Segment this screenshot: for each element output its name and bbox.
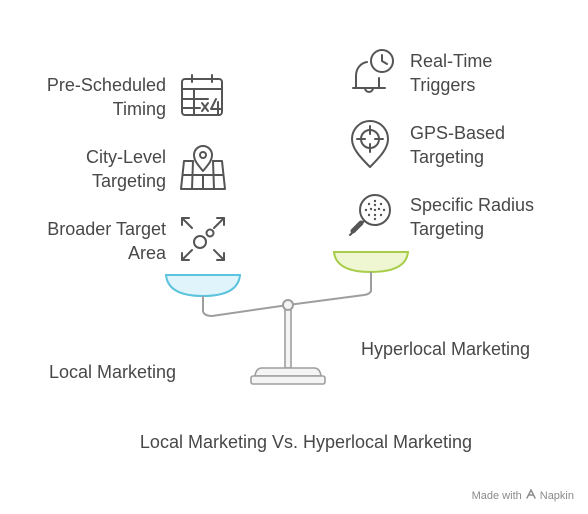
scale-post	[284, 309, 292, 369]
left-item-1-label: Pre-Scheduled Timing	[47, 73, 166, 121]
map-pin-icon	[178, 143, 228, 193]
gps-crosshair-icon	[345, 120, 395, 170]
scale-pivot	[282, 299, 294, 311]
left-pan	[164, 274, 242, 298]
right-item-1-line1: Real-Time	[410, 51, 493, 71]
napkin-brand-text: Napkin	[539, 489, 574, 502]
right-pan	[332, 251, 410, 274]
right-item-2-line1: GPS-Based	[410, 123, 506, 143]
made-with-text: Made with	[471, 489, 522, 502]
left-item-2-label: City-Level Targeting	[86, 145, 166, 193]
right-item-3-label: Specific Radius Targeting	[410, 193, 534, 241]
bell-clock-icon	[345, 48, 395, 98]
right-item-3-line1: Specific Radius	[410, 195, 535, 215]
left-side-title: Local Marketing	[49, 362, 177, 382]
left-item-3-line1: Broader Target	[47, 219, 166, 239]
right-item-2-line2: Targeting	[410, 147, 485, 167]
calendar-icon	[178, 71, 228, 121]
scale-base	[254, 367, 322, 377]
right-item-3-line2: Targeting	[410, 219, 485, 239]
napkin-logo-icon	[526, 488, 536, 502]
left-item-3-line2: Area	[127, 243, 166, 263]
magnifier-radius-icon	[345, 192, 395, 242]
right-item-2-label: GPS-Based Targeting	[410, 121, 505, 169]
left-item-3-label: Broader Target Area	[47, 217, 166, 265]
left-item-2-line2: Targeting	[91, 171, 166, 191]
napkin-watermark: Made with Napkin	[471, 488, 574, 502]
diagram-title: Local Marketing Vs. Hyperlocal Marketing	[139, 432, 473, 452]
left-item-1-line2: Timing	[112, 99, 166, 119]
right-side-title: Hyperlocal Marketing	[361, 339, 531, 359]
right-item-1-label: Real-Time Triggers	[410, 49, 492, 97]
expand-arrows-icon	[178, 214, 228, 264]
right-item-1-line2: Triggers	[410, 75, 476, 95]
left-item-1-line1: Pre-Scheduled	[46, 75, 166, 95]
left-item-2-line1: City-Level	[85, 147, 166, 167]
